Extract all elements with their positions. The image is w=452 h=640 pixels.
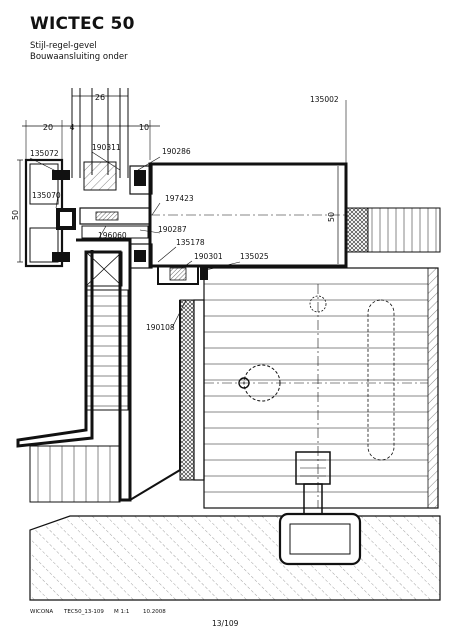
label-190311: 190311: [92, 143, 121, 152]
dimension-height-right: 50: [327, 166, 339, 264]
anchor-bolt: [295, 451, 331, 515]
subtitle-system: Stijl-regel-gevel: [30, 41, 97, 51]
membrane-strip: [179, 299, 205, 481]
label-135072: 135072: [30, 149, 59, 158]
leader-lines: [29, 151, 241, 329]
wall-block: [203, 267, 439, 509]
insulation-right: [345, 207, 441, 253]
dim-26: 26: [95, 93, 105, 102]
subtitle-detail: Bouwaansluiting onder: [30, 52, 128, 62]
label-135070: 135070: [32, 191, 61, 200]
label-196060: 196060: [98, 231, 127, 240]
dim-4: 4: [69, 123, 74, 132]
footer-scale: M 1:1: [114, 609, 130, 615]
label-135178: 135178: [176, 238, 205, 247]
footer-brand: WICONA: [30, 609, 54, 615]
dimension-glass-width: 26: [71, 93, 129, 102]
dim-50-right: 50: [327, 212, 336, 222]
seal-group: [157, 265, 208, 285]
concrete-floor: [29, 512, 441, 601]
sill-profile: [16, 238, 181, 503]
label-197423: 197423: [165, 194, 194, 203]
dimension-offsets: 20 4 10: [22, 120, 160, 160]
label-190287: 190287: [158, 225, 187, 234]
label-135002: 135002: [310, 95, 339, 104]
label-190286: 190286: [162, 147, 191, 156]
footer-drawing-number: TEC50_13-109: [64, 609, 104, 615]
page-title: WICTEC 50: [30, 14, 135, 34]
page-number: 13/109: [212, 619, 239, 628]
label-135025: 135025: [240, 252, 269, 261]
dimension-height-left: 50: [11, 159, 23, 263]
label-190108: 190108: [146, 323, 175, 332]
dim-20: 20: [43, 123, 53, 132]
glazing: [71, 88, 129, 191]
footer-date: 10.2008: [143, 609, 166, 615]
label-190301: 190301: [194, 252, 223, 261]
dim-50-left: 50: [11, 210, 20, 220]
dim-10: 10: [139, 123, 149, 132]
transom-profile: [129, 100, 348, 269]
